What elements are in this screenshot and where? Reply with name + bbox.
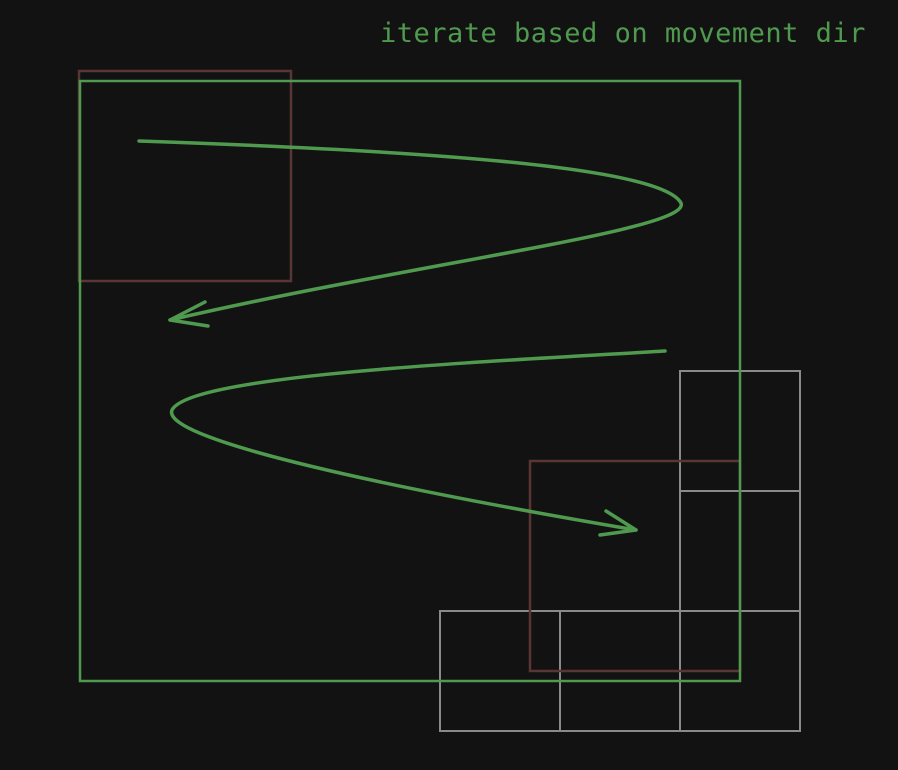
red-box-end <box>528 459 742 673</box>
tile-grid <box>439 370 801 732</box>
arrow-path-1 <box>137 139 683 328</box>
green-boundary-box <box>78 79 742 683</box>
red-box-start <box>77 69 293 283</box>
arrow-path-2 <box>170 349 667 537</box>
annotation-label: iterate based on movement dir <box>380 18 866 49</box>
arrowhead-1 <box>168 300 210 328</box>
arrowhead-2 <box>598 509 638 537</box>
red-boxes <box>77 69 742 673</box>
